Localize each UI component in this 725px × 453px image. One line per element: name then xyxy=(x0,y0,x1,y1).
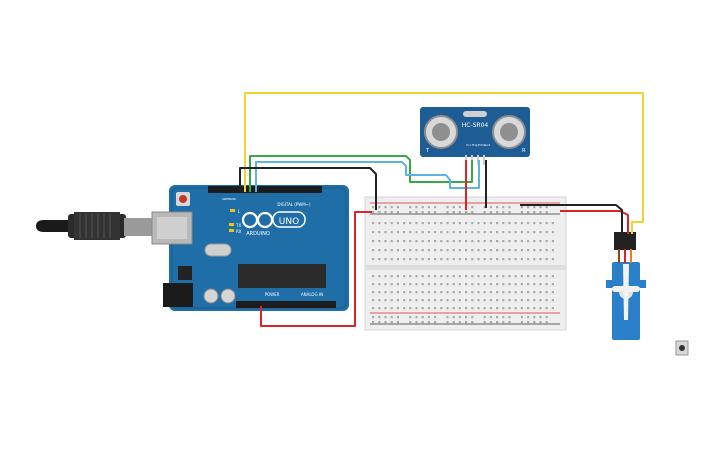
led-l-label: L xyxy=(238,209,241,214)
wire-blue[interactable] xyxy=(255,160,480,192)
arduino-uno-board[interactable]: UNO ARDUINO DIGITAL (PWM~) POWER ANALOG … xyxy=(151,185,349,311)
digital-label: DIGITAL (PWM~) xyxy=(277,202,311,207)
arduino-logo xyxy=(241,211,306,229)
sensor-left-mark: T xyxy=(425,148,430,154)
wire-yellow[interactable] xyxy=(244,92,644,234)
reset-button[interactable] xyxy=(179,195,187,203)
power-label: POWER xyxy=(265,292,280,297)
breadboard[interactable] xyxy=(364,196,567,331)
gnd-label: GND xyxy=(229,197,237,201)
wire-red-power[interactable] xyxy=(260,211,372,327)
ultrasonic-sensor[interactable]: HC-SR04 T R Vcc Trig Echo Gnd xyxy=(420,107,530,165)
sensor-pin-gnd: Gnd xyxy=(484,143,490,147)
sensor-model: HC-SR04 xyxy=(462,122,489,129)
sensor-pin-vcc: Vcc xyxy=(466,143,472,147)
wire-black-servo[interactable] xyxy=(520,204,623,234)
sensor-pin-echo: Echo xyxy=(478,143,485,147)
servo-motor[interactable] xyxy=(606,232,646,340)
pushbutton[interactable] xyxy=(675,340,689,356)
usb-cable[interactable] xyxy=(36,212,154,240)
led-rx-label: RX xyxy=(236,229,242,234)
wire-black-gnd[interactable] xyxy=(239,167,377,210)
sensor-right-mark: R xyxy=(522,148,526,154)
arduino-model: UNO xyxy=(279,217,299,227)
wire-red-servo[interactable] xyxy=(560,210,629,234)
aref-label: AREF xyxy=(222,197,230,201)
wire-green[interactable] xyxy=(249,155,473,192)
sensor-pin-trig: Trig xyxy=(471,143,477,147)
led-tx-label: TX xyxy=(235,223,241,228)
analog-label: ANALOG IN xyxy=(301,292,323,297)
arduino-brand: ARDUINO xyxy=(246,231,270,237)
